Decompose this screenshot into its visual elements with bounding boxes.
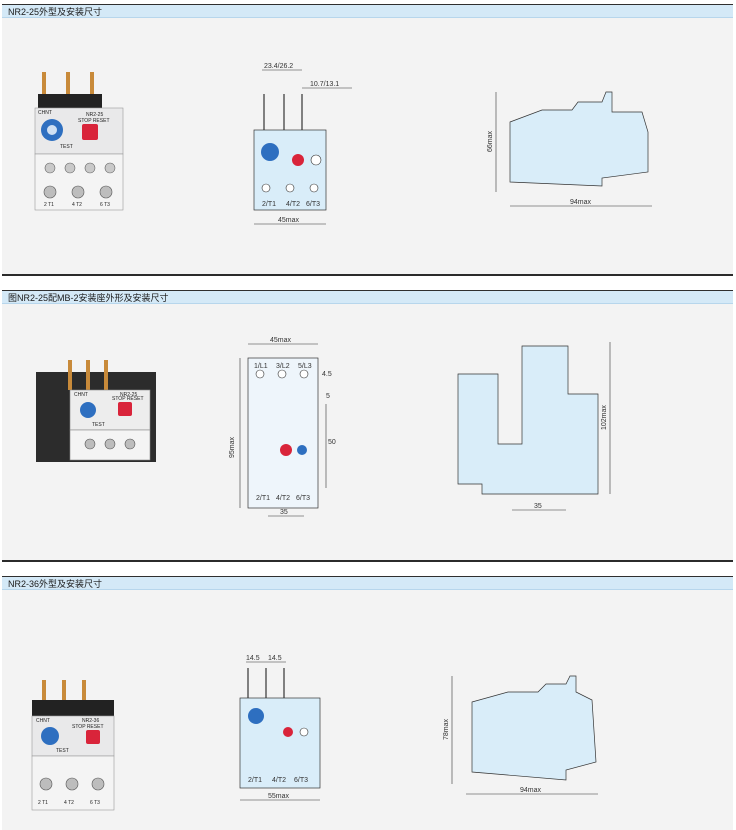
depth-dim: 94max <box>570 199 592 206</box>
height-dim: 95max <box>229 436 236 458</box>
front-view-drawing: 45max 95max 1/L1 3/L2 5/L3 2/T1 4/T2 6/T… <box>229 337 336 517</box>
svg-text:STOP RESET: STOP RESET <box>78 118 110 124</box>
svg-text:CHNT: CHNT <box>74 392 88 398</box>
rail-dim: 35 <box>534 503 542 510</box>
height-dim: 78max <box>443 718 450 740</box>
svg-text:TEST: TEST <box>60 144 73 150</box>
section-header: NR2-25外型及安装尺寸 <box>2 4 733 18</box>
height-dim: 102max <box>601 405 608 430</box>
svg-text:6/T3: 6/T3 <box>294 777 308 784</box>
product-photo: CHNT NR2-25 STOP RESET TEST 2 T1 4 T2 6 … <box>34 72 124 211</box>
svg-text:NR2-25: NR2-25 <box>120 392 137 398</box>
svg-text:6 T3: 6 T3 <box>90 800 100 806</box>
section-title: 图NR2-25配MB-2安装座外形及安装尺寸 <box>8 293 169 303</box>
section-header: 图NR2-25配MB-2安装座外形及安装尺寸 <box>2 290 733 304</box>
width-dim: 55max <box>268 793 290 800</box>
mount-height-dim: 50 <box>328 439 336 446</box>
svg-text:2/T1: 2/T1 <box>248 777 262 784</box>
front-view-drawing: 23.4/26.2 10.7/13.1 2/T1 4/T2 6/T3 45max <box>253 63 352 225</box>
section-divider <box>2 560 733 562</box>
width-dim: 45max <box>278 217 300 224</box>
pitch-dim: 10.7/13.1 <box>310 81 339 88</box>
vertical-pitch-dim: 5 <box>326 393 330 400</box>
svg-text:5/L3: 5/L3 <box>298 363 312 370</box>
svg-text:6/T3: 6/T3 <box>306 201 320 208</box>
svg-text:NR2-25: NR2-25 <box>86 112 103 118</box>
height-dim: 66max <box>487 130 494 152</box>
svg-text:6/T3: 6/T3 <box>296 495 310 502</box>
svg-text:2/T1: 2/T1 <box>256 495 270 502</box>
svg-text:NR2-36: NR2-36 <box>82 718 99 724</box>
product-photo: CHNT NR2-36 STOP RESET TEST 2 T1 4 T2 6 … <box>31 680 115 811</box>
mount-width-dim: 35 <box>280 509 288 516</box>
section-title: NR2-36外型及安装尺寸 <box>8 579 103 589</box>
svg-text:4 T2: 4 T2 <box>64 800 74 806</box>
svg-text:TEST: TEST <box>92 422 105 428</box>
svg-text:4 T2: 4 T2 <box>72 202 82 208</box>
width-dim: 45max <box>270 337 292 344</box>
pitch-b-dim: 14.5 <box>268 655 282 662</box>
svg-text:CHNT: CHNT <box>38 110 52 116</box>
section-divider <box>2 274 733 276</box>
svg-text:2 T1: 2 T1 <box>38 800 48 806</box>
front-view-drawing: 14.5 14.5 2/T1 4/T2 6/T3 55max <box>239 655 321 801</box>
depth-dim: 94max <box>520 787 542 794</box>
product-photo: CHNT NR2-25 STOP RESET TEST <box>36 360 156 462</box>
section-nr2-25: NR2-25外型及安装尺寸 CHNT NR2-25 STOP RESET TES… <box>2 4 733 276</box>
section-nr2-25-mb2: 图NR2-25配MB-2安装座外形及安装尺寸 CHNT NR2-25 STOP … <box>2 290 733 562</box>
section-nr2-36: NR2-36外型及安装尺寸 CHNT NR2-36 STOP RESET TES… <box>2 576 733 830</box>
svg-text:1/L1: 1/L1 <box>254 363 268 370</box>
offset-dim: 4.5 <box>322 371 332 378</box>
svg-text:STOP RESET: STOP RESET <box>112 396 144 402</box>
svg-text:CHNT: CHNT <box>36 718 50 724</box>
svg-text:6 T3: 6 T3 <box>100 202 110 208</box>
side-view-drawing: 102max 35 <box>457 342 611 511</box>
section-header: NR2-36外型及安装尺寸 <box>2 576 733 590</box>
section-title: NR2-25外型及安装尺寸 <box>8 7 103 17</box>
side-view-drawing: 66max 94max <box>487 91 652 207</box>
svg-text:2 T1: 2 T1 <box>44 202 54 208</box>
svg-text:TEST: TEST <box>56 748 69 754</box>
svg-text:STOP RESET: STOP RESET <box>72 724 104 730</box>
svg-text:3/L2: 3/L2 <box>276 363 290 370</box>
pitch-a-dim: 14.5 <box>246 655 260 662</box>
svg-text:4/T2: 4/T2 <box>276 495 290 502</box>
svg-text:2/T1: 2/T1 <box>262 201 276 208</box>
svg-text:4/T2: 4/T2 <box>286 201 300 208</box>
svg-text:4/T2: 4/T2 <box>272 777 286 784</box>
side-view-drawing: 78max 94max <box>443 675 598 795</box>
top-width-dim: 23.4/26.2 <box>264 63 293 70</box>
